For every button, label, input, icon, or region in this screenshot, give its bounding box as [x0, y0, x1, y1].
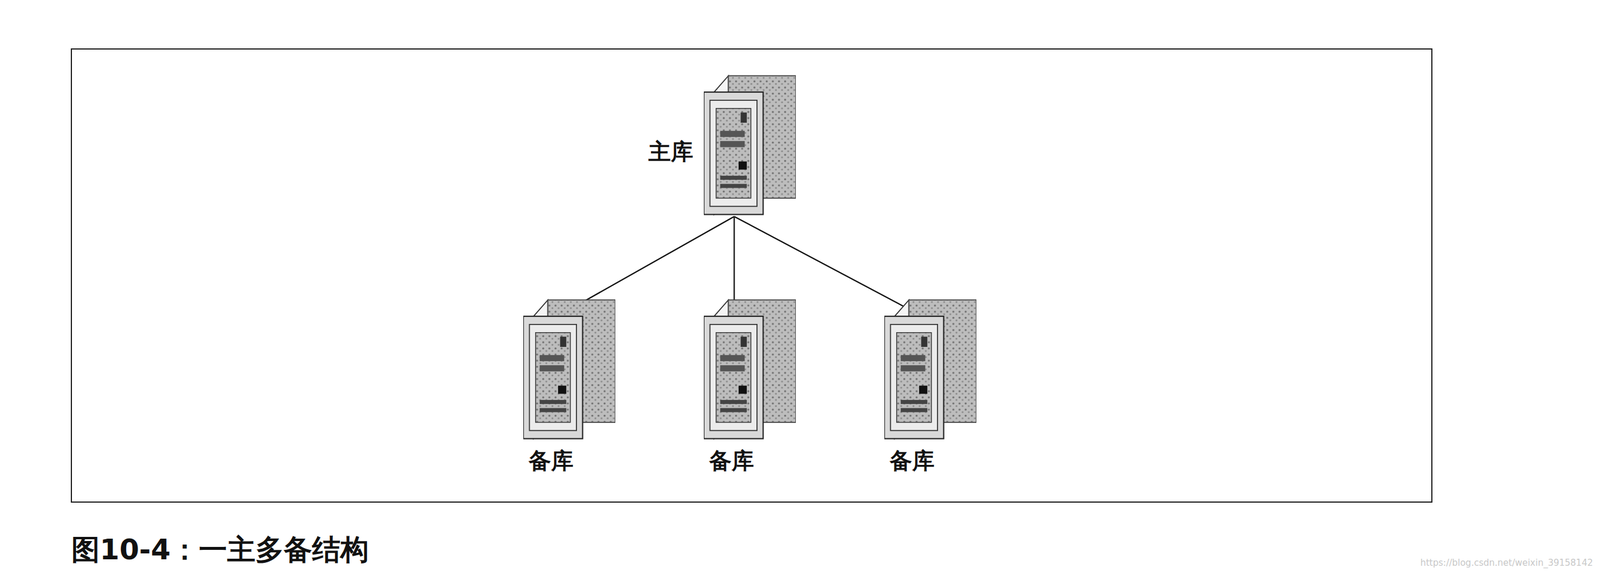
node-label: 主库 — [647, 139, 695, 165]
server-icon — [523, 297, 616, 441]
replica-server: 备库 — [884, 297, 977, 441]
replication-arrow — [733, 216, 735, 313]
replication-arrow — [733, 216, 915, 313]
primary-server: 主库 — [703, 73, 796, 217]
replica-server: 备库 — [703, 297, 796, 441]
figure-frame — [71, 48, 1432, 503]
replica-server: 备库 — [523, 297, 616, 441]
server-icon — [884, 297, 977, 441]
figure-caption: 图10-4：一主多备结构 — [71, 530, 369, 569]
server-icon — [703, 73, 796, 217]
node-label: 备库 — [888, 448, 936, 474]
replication-arrow — [564, 216, 734, 313]
node-label: 备库 — [707, 448, 756, 474]
node-label: 备库 — [527, 448, 575, 474]
watermark: https://blog.csdn.net/weixin_39158142 — [1420, 557, 1593, 569]
server-icon — [703, 297, 796, 441]
